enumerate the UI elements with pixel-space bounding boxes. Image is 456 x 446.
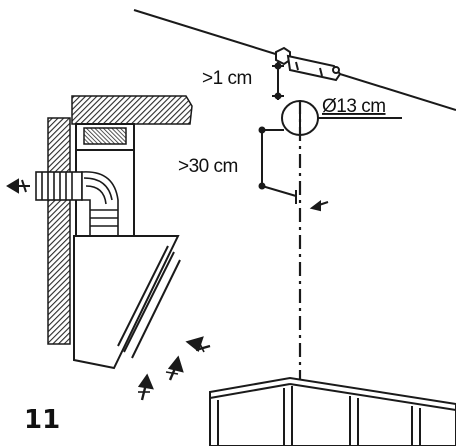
grease-filter-icon	[83, 127, 127, 145]
airflow-arrow-small-icon	[138, 339, 205, 393]
step-number: 11	[24, 405, 60, 435]
hood-canopy	[73, 235, 181, 370]
airflow-arrow-icon	[137, 336, 211, 401]
ceiling-outlet	[275, 46, 342, 82]
flexible-duct-icon	[35, 171, 119, 237]
small-arrow-icon	[309, 200, 329, 212]
top-gap-dimension	[272, 62, 284, 100]
side-gap-label: >30 cm	[178, 156, 238, 177]
base-cabinets	[209, 376, 456, 446]
top-gap-label: >1 cm	[202, 68, 252, 89]
ceiling-slab	[71, 95, 193, 125]
duct-diameter-label: Ø13 cm	[322, 96, 386, 117]
side-gap-dimension	[258, 126, 297, 204]
exhaust-arrow-icon	[6, 178, 30, 194]
wall-section	[47, 117, 71, 345]
